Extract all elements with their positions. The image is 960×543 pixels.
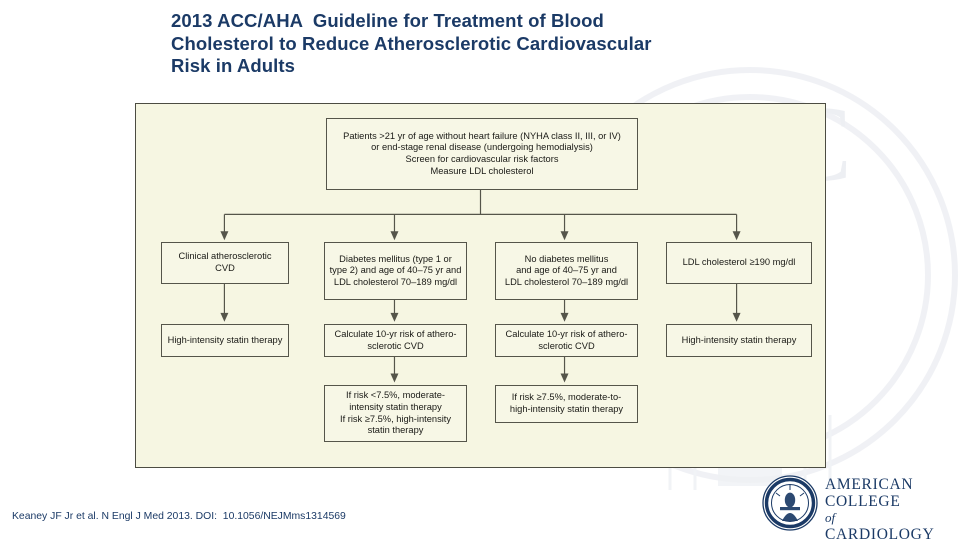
node-outcome-risk-threshold-no-diabetes-text: If risk ≥7.5%, moderate-to- high-intensi…: [509, 392, 624, 414]
flowchart-connectors: [220, 189, 741, 383]
node-action-calculate-risk-no-diabetes: Calculate 10-yr risk of athero- scleroti…: [495, 324, 638, 357]
node-root: Patients >21 yr of age without heart fai…: [326, 118, 638, 190]
node-branch-ldl-190-text: LDL cholesterol ≥190 mg/dl: [682, 257, 796, 268]
acc-seal-icon: [762, 475, 818, 531]
acc-wordmark-of: of: [825, 510, 836, 526]
node-action-calculate-risk-no-diabetes-text: Calculate 10-yr risk of athero- scleroti…: [505, 328, 628, 351]
node-outcome-risk-threshold-no-diabetes: If risk ≥7.5%, moderate-to- high-intensi…: [495, 385, 638, 423]
page-title: 2013 ACC/AHA Guideline for Treatment of …: [171, 10, 791, 78]
node-action-high-intensity-statin-2: High-intensity statin therapy: [666, 324, 812, 357]
node-branch-diabetes: Diabetes mellitus (type 1 or type 2) and…: [324, 242, 467, 300]
node-action-high-intensity-statin-1: High-intensity statin therapy: [161, 324, 289, 357]
node-branch-clinical-ascvd-text: Clinical atherosclerotic CVD: [178, 251, 272, 273]
citation-text: Keaney JF Jr et al. N Engl J Med 2013. D…: [12, 511, 346, 522]
node-action-high-intensity-statin-2-text: High-intensity statin therapy: [681, 334, 797, 345]
node-outcome-risk-thresholds-diabetes: If risk <7.5%, moderate- intensity stati…: [324, 385, 467, 442]
node-action-calculate-risk-diabetes-text: Calculate 10-yr risk of athero- scleroti…: [334, 328, 457, 351]
node-outcome-risk-thresholds-diabetes-text: If risk <7.5%, moderate- intensity stati…: [339, 390, 452, 436]
acc-logo: AMERICAN COLLEGE of CARDIOLOGY: [762, 473, 952, 542]
title-line-2: Cholesterol to Reduce Atherosclerotic Ca…: [171, 32, 652, 54]
acc-wordmark-line-3: CARDIOLOGY: [825, 525, 935, 543]
node-action-calculate-risk-diabetes: Calculate 10-yr risk of athero- scleroti…: [324, 324, 467, 357]
acc-wordmark-line-2: COLLEGE of: [825, 492, 934, 527]
acc-wordmark: AMERICAN COLLEGE of CARDIOLOGY: [825, 476, 935, 543]
title-line-3: Risk in Adults: [171, 55, 296, 76]
flowchart-panel: Patients >21 yr of age without heart fai…: [135, 103, 826, 468]
acc-wordmark-line-1: AMERICAN: [825, 476, 914, 493]
title-line-1: 2013 ACC/AHA Guideline for Treatment of …: [171, 10, 604, 31]
acc-wordmark-college: COLLEGE: [825, 492, 906, 510]
node-root-text: Patients >21 yr of age without heart fai…: [343, 130, 621, 176]
node-branch-diabetes-text: Diabetes mellitus (type 1 or type 2) and…: [329, 253, 462, 287]
node-branch-no-diabetes: No diabetes mellitus and age of 40–75 yr…: [495, 242, 638, 300]
node-branch-clinical-ascvd: Clinical atherosclerotic CVD: [161, 242, 289, 284]
node-branch-ldl-190: LDL cholesterol ≥190 mg/dl: [666, 242, 812, 284]
node-action-high-intensity-statin-1-text: High-intensity statin therapy: [167, 334, 283, 345]
node-branch-no-diabetes-text: No diabetes mellitus and age of 40–75 yr…: [504, 253, 629, 287]
